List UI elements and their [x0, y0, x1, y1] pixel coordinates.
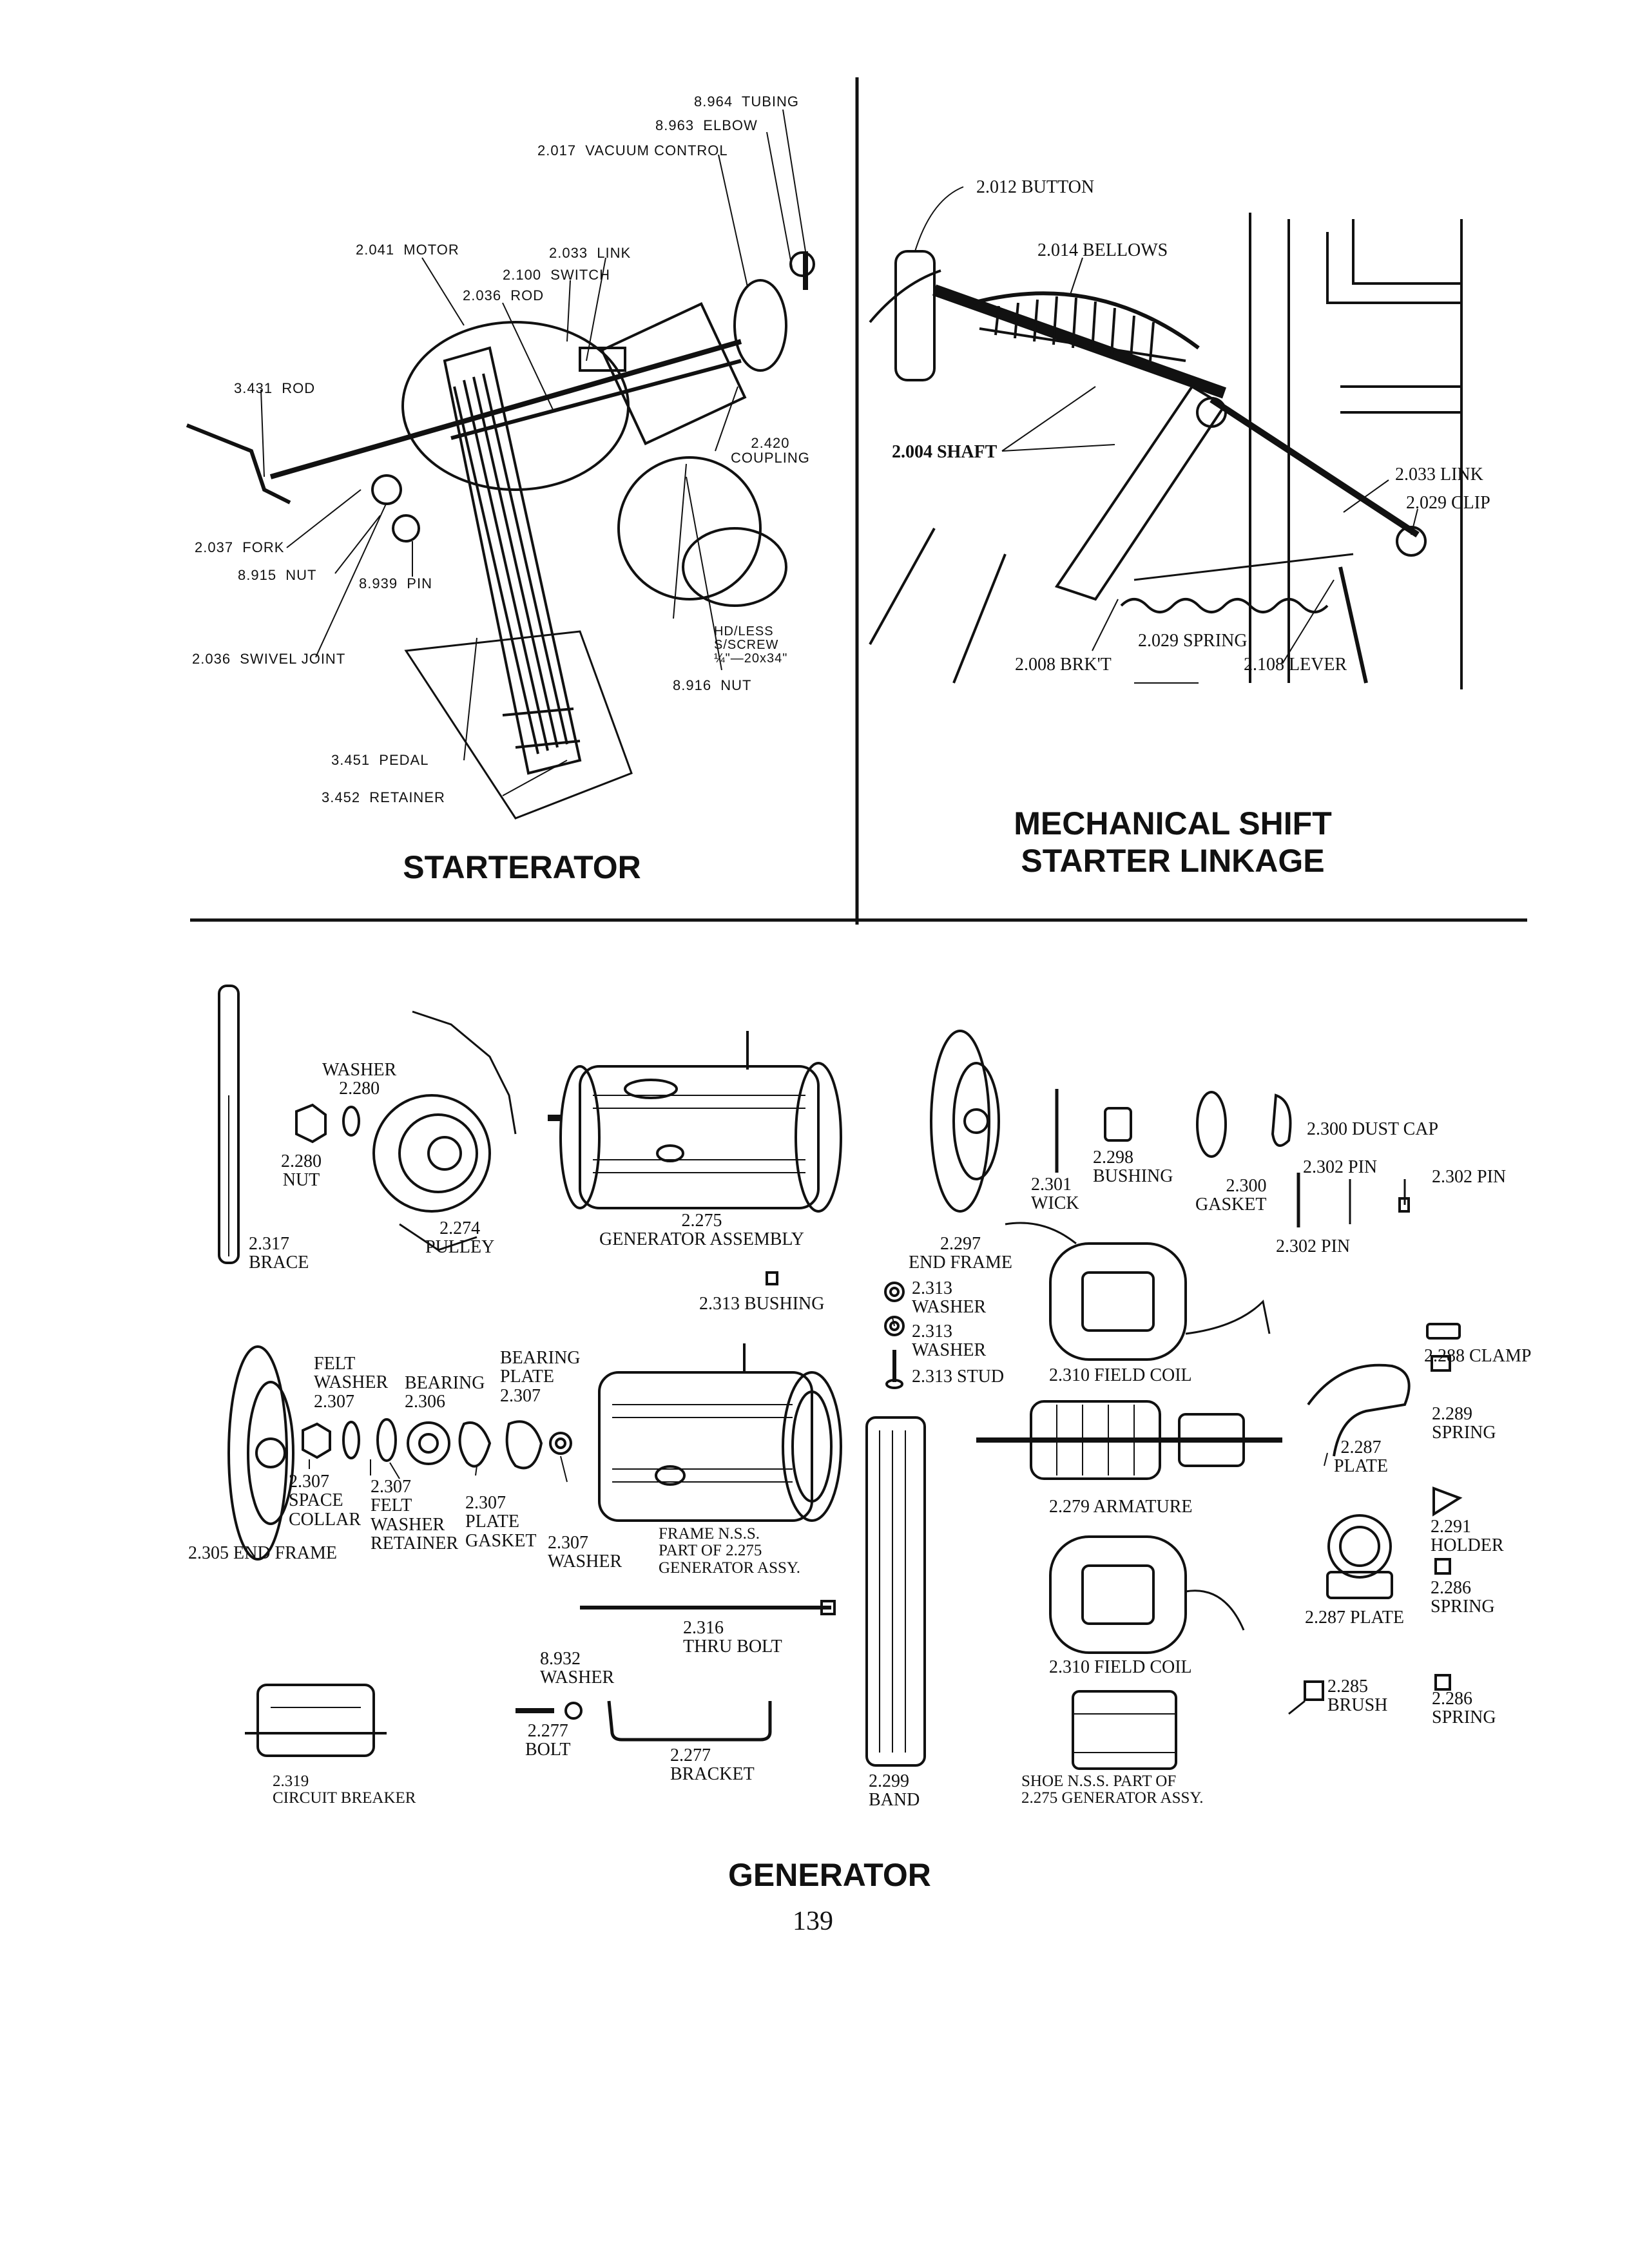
label-pin-c: 2.302 PIN	[1276, 1236, 1351, 1256]
label-washer-2307: 2.307 WASHER	[548, 1533, 622, 1572]
label-button: 2.012 BUTTON	[976, 177, 1095, 197]
label-brush: 2.285 BRUSH	[1327, 1677, 1388, 1716]
label-spring-2286-a: 2.286 SPRING	[1431, 1578, 1495, 1617]
label-brkt: 2.008 BRK'T	[1015, 655, 1112, 675]
label-pin-b: 2.302 PIN	[1432, 1167, 1507, 1187]
label-armature: 2.279 ARMATURE	[1049, 1497, 1193, 1517]
label-spring-2286-b: 2.286 SPRING	[1432, 1689, 1496, 1728]
mechanical-shift-leaders	[914, 186, 1418, 684]
label-clamp: 2.288 CLAMP	[1424, 1346, 1532, 1366]
label-elbow: 8.963 ELBOW	[655, 117, 758, 133]
label-frame-nss: FRAME N.S.S. PART OF 2.275 GENERATOR ASS…	[659, 1525, 800, 1577]
label-bracket-2277: 2.277 BRACKET	[670, 1745, 755, 1785]
label-nut-8915: 8.915 NUT	[238, 567, 317, 583]
label-spring-2289: 2.289 SPRING	[1432, 1404, 1496, 1443]
label-generator-assembly: 2.275 GENERATOR ASSEMBLY	[599, 1211, 804, 1250]
label-thru-bolt: 2.316 THRU BOLT	[683, 1618, 782, 1657]
label-retainer: 3.452 RETAINER	[322, 789, 445, 805]
label-plate-2287-bottom: 2.287 PLATE	[1305, 1608, 1404, 1628]
label-bearing-2306: BEARING 2.306	[405, 1373, 485, 1412]
label-washer-2280: WASHER 2.280	[322, 1060, 397, 1099]
label-link: 2.033 LINK	[549, 245, 631, 261]
label-bushing-2298: 2.298 BUSHING	[1093, 1148, 1173, 1187]
label-swivel-joint: 2.036 SWIVEL JOINT	[192, 651, 346, 667]
mechanical-shift-title-line1: MECHANICAL SHIFT	[1014, 805, 1332, 841]
label-brace: 2.317 BRACE	[249, 1234, 309, 1273]
label-plate-gasket: 2.307 PLATE GASKET	[465, 1493, 537, 1551]
label-coupling: 2.420 COUPLING	[731, 435, 810, 466]
starterator-drawing	[186, 251, 815, 820]
generator-leaders	[309, 1317, 1328, 1483]
page-number: 139	[793, 1907, 833, 1936]
label-end-frame-2305: 2.305 END FRAME	[188, 1543, 338, 1563]
label-washer-8932: 8.932 WASHER	[540, 1649, 615, 1688]
starterator-title: STARTERATOR	[403, 849, 641, 885]
label-circuit-breaker: 2.319 CIRCUIT BREAKER	[273, 1773, 416, 1807]
label-washer-2313-b: 2.313 WASHER	[912, 1321, 987, 1361]
label-spring-2029: 2.029 SPRING	[1138, 631, 1248, 651]
label-felt-washer-top: FELT WASHER 2.307	[314, 1354, 389, 1412]
label-vacuum-control: 2.017 VACUUM CONTROL	[537, 142, 728, 159]
label-tubing: 8.964 TUBING	[694, 93, 799, 110]
label-holder: 2.291 HOLDER	[1431, 1517, 1504, 1556]
label-end-frame-2297: 2.297 END FRAME	[909, 1234, 1013, 1273]
label-rod-2036: 2.036 ROD	[463, 287, 545, 303]
label-hd-less-screw: HD/LESS S/SCREW ¼"—20x34"	[714, 624, 788, 666]
label-dust-cap: 2.300 DUST CAP	[1307, 1119, 1439, 1139]
label-nut-2280: 2.280 NUT	[281, 1151, 322, 1191]
label-shaft: 2.004 SHAFT	[892, 442, 998, 462]
label-lever: 2.108 LEVER	[1244, 655, 1347, 675]
label-felt-washer-retainer: 2.307 FELT WASHER RETAINER	[371, 1477, 459, 1554]
label-link-2033: 2.033 LINK	[1395, 465, 1483, 485]
label-switch: 2.100 SWITCH	[503, 267, 611, 283]
label-washer-2313-a: 2.313 WASHER	[912, 1278, 987, 1318]
label-plate-2287-top: 2.287 PLATE	[1334, 1437, 1388, 1477]
label-field-coil-bottom: 2.310 FIELD COIL	[1049, 1657, 1192, 1677]
label-bearing-plate: BEARING PLATE 2.307	[500, 1348, 581, 1406]
generator-drawing	[218, 985, 1463, 1770]
label-gasket-2300: 2.300 GASKET	[1195, 1176, 1267, 1215]
label-pulley: 2.274 PULLEY	[425, 1218, 495, 1258]
label-nut-8916: 8.916 NUT	[673, 677, 752, 693]
label-shoe: SHOE N.S.S. PART OF 2.275 GENERATOR ASSY…	[1021, 1773, 1204, 1807]
label-pin-a: 2.302 PIN	[1303, 1157, 1378, 1177]
label-motor: 2.041 MOTOR	[356, 242, 459, 258]
label-bolt-2277: 2.277 BOLT	[525, 1721, 571, 1760]
label-wick: 2.301 WICK	[1031, 1175, 1079, 1214]
label-clip: 2.029 CLIP	[1406, 493, 1490, 513]
label-space-collar: 2.307 SPACE COLLAR	[289, 1472, 361, 1530]
generator-title: GENERATOR	[728, 1857, 931, 1893]
label-pin-8939: 8.939 PIN	[359, 575, 432, 591]
label-bellows: 2.014 BELLOWS	[1037, 240, 1168, 260]
label-pedal: 3.451 PEDAL	[331, 752, 429, 768]
mechanical-shift-title: MECHANICAL SHIFT STARTER LINKAGE	[979, 805, 1366, 879]
label-fork: 2.037 FORK	[195, 539, 285, 555]
label-stud-2313: 2.313 STUD	[912, 1367, 1005, 1387]
label-bushing-2313: 2.313 BUSHING	[699, 1294, 825, 1314]
mechanical-shift-title-line2: STARTER LINKAGE	[1021, 842, 1325, 879]
label-field-coil-top: 2.310 FIELD COIL	[1049, 1365, 1192, 1385]
label-band: 2.299 BAND	[869, 1771, 920, 1811]
starterator-leaders	[260, 109, 806, 796]
label-rod-3431: 3.431 ROD	[234, 380, 316, 396]
